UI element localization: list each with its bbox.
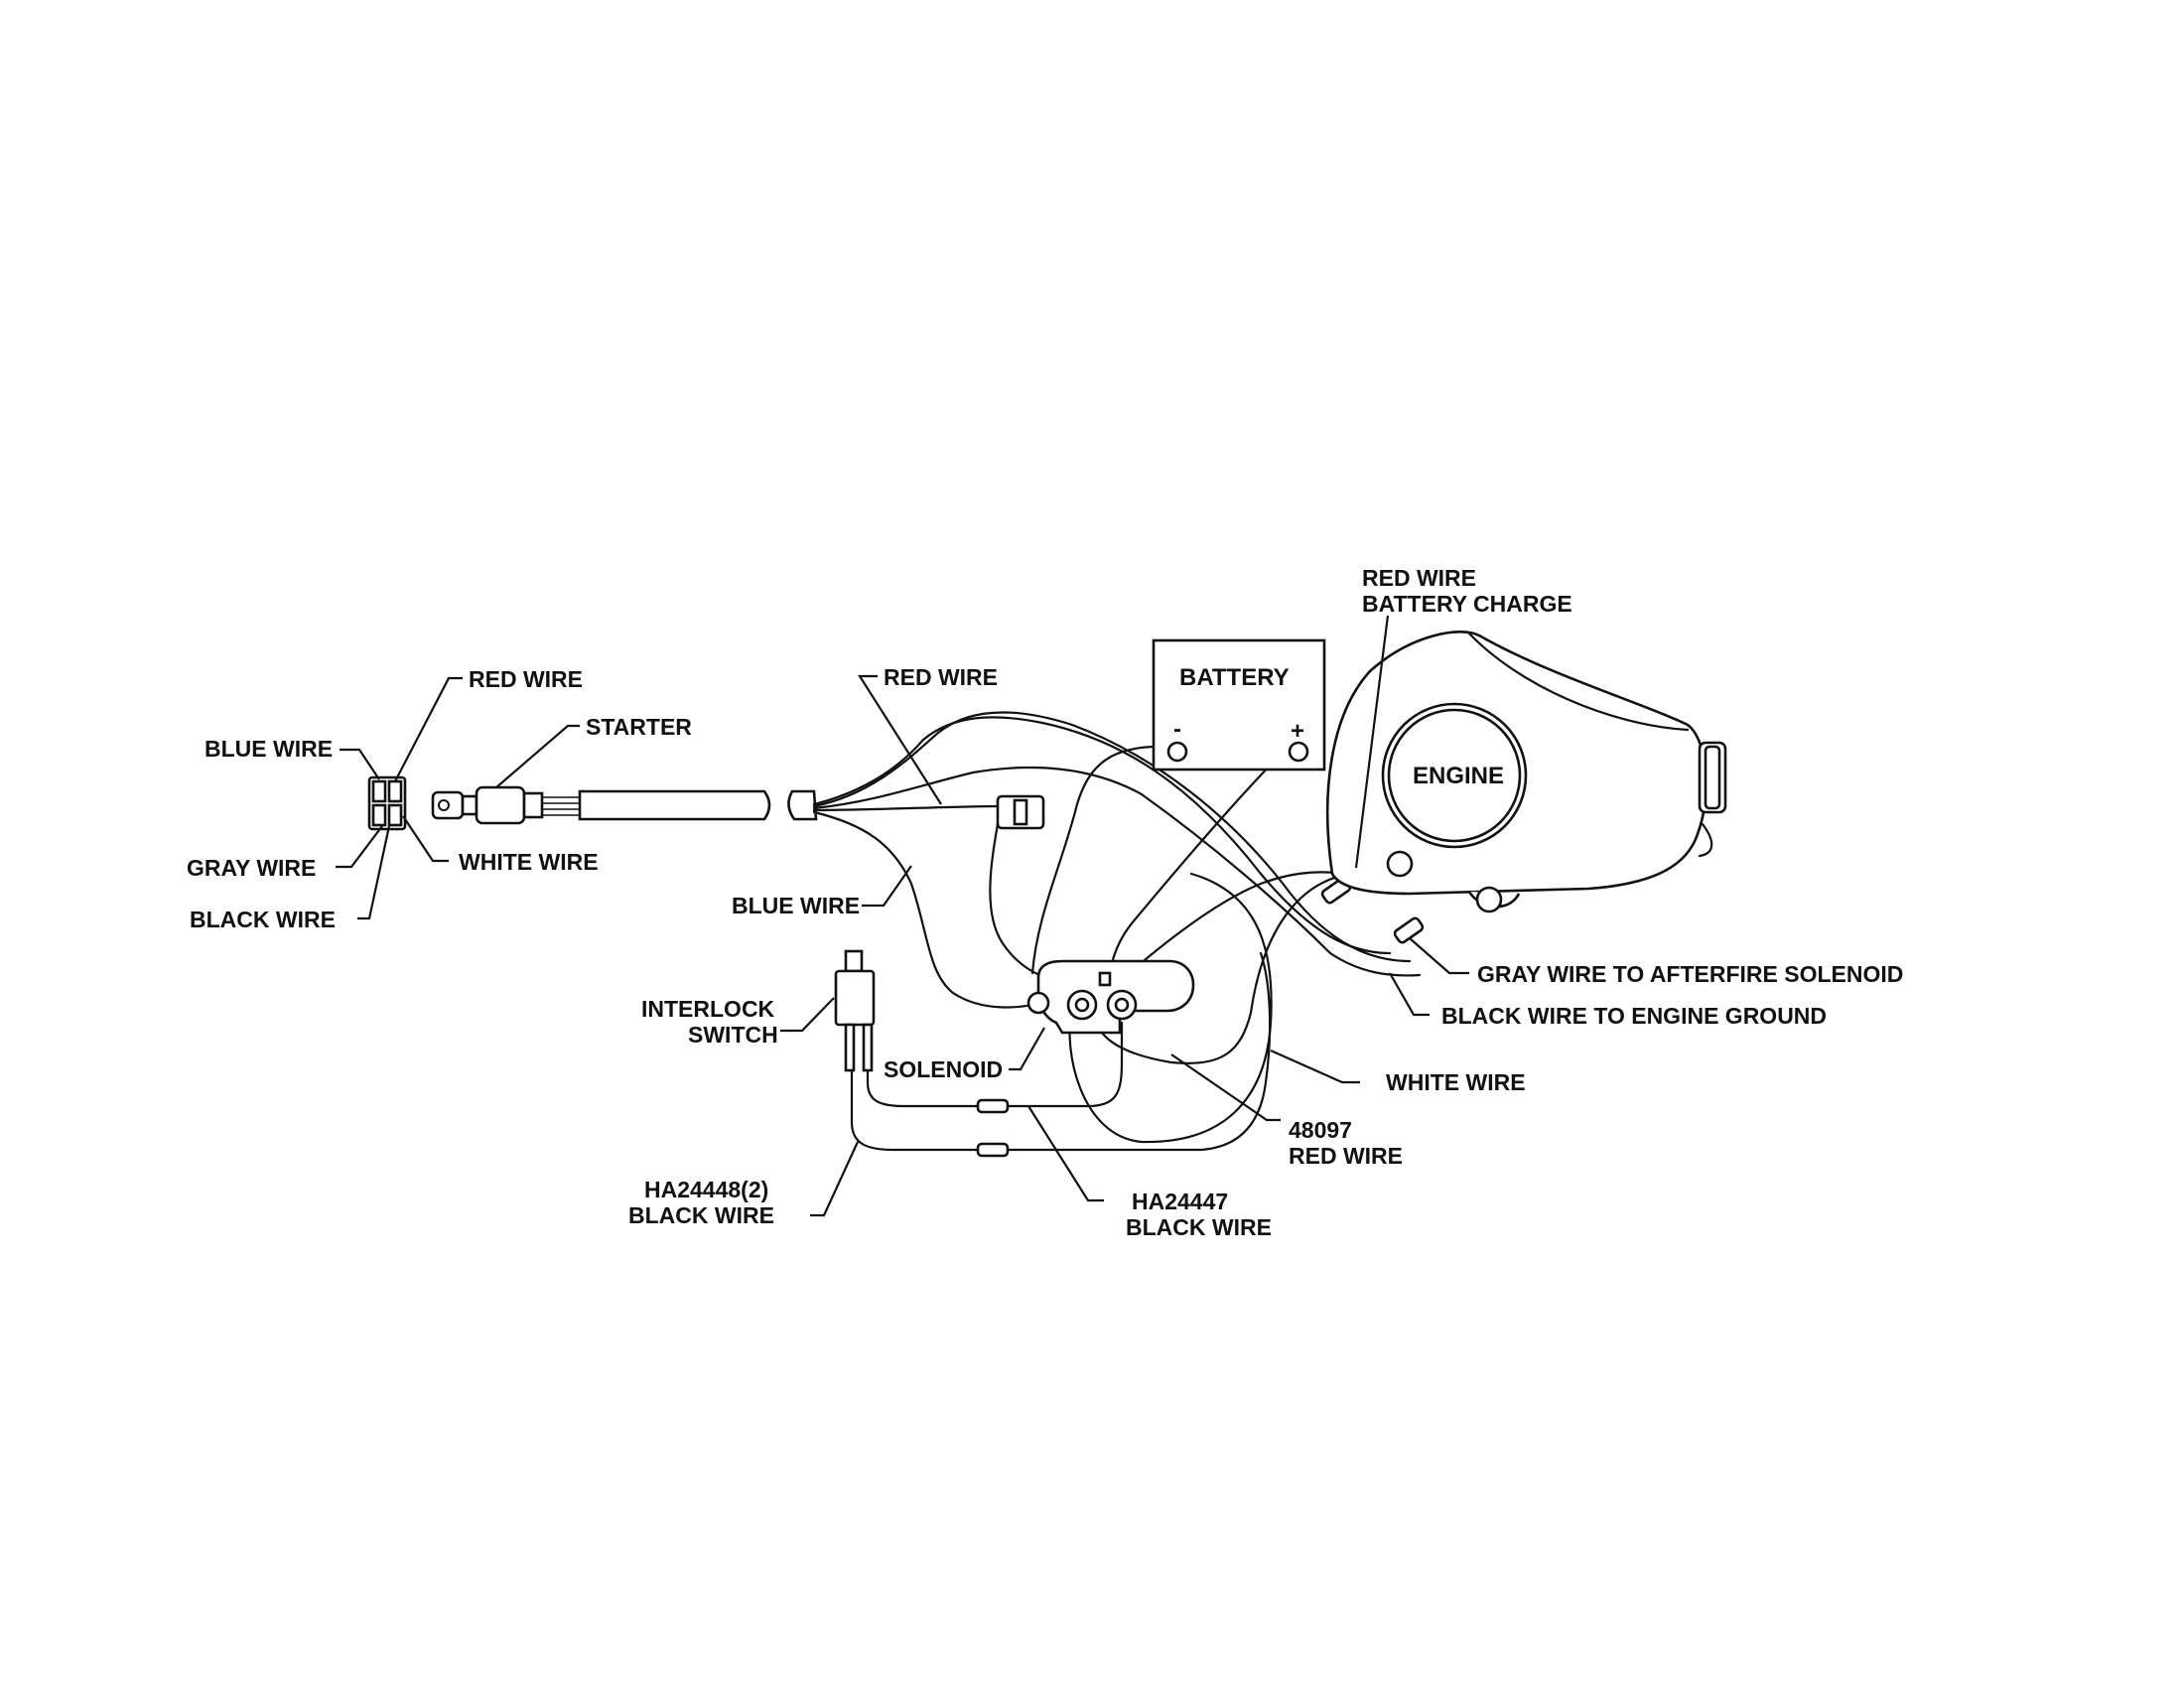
battery-neg-label: - <box>1173 716 1181 743</box>
label-black-ground: BLACK WIRE TO ENGINE GROUND <box>1441 1003 1827 1029</box>
label-solenoid: SOLENOID <box>884 1056 1003 1082</box>
label-red-wire-left: RED WIRE <box>469 666 583 692</box>
label-48097-line2: RED WIRE <box>1289 1143 1403 1169</box>
label-black-wire-left: BLACK WIRE <box>190 907 336 932</box>
label-gray-afterfire: GRAY WIRE TO AFTERFIRE SOLENOID <box>1477 961 1903 987</box>
solenoid <box>1026 959 1195 1035</box>
label-ha24447-line1: HA24447 <box>1132 1189 1228 1214</box>
labels: BLUE WIRE RED WIRE STARTER GRAY WIRE WHI… <box>187 565 1903 1240</box>
label-ha24448-line1: HA24448(2) <box>644 1177 768 1202</box>
label-red-wire-mid: RED WIRE <box>884 664 998 690</box>
label-interlock-line2: SWITCH <box>688 1022 778 1048</box>
label-battery-charge-line1: RED WIRE <box>1362 565 1476 591</box>
label-white-wire-left: WHITE WIRE <box>459 849 599 875</box>
battery-pos-label: + <box>1291 718 1304 745</box>
label-interlock-line1: INTERLOCK <box>641 996 775 1022</box>
label-white-wire-right: WHITE WIRE <box>1386 1069 1526 1095</box>
battery: BATTERY - + <box>1152 638 1326 772</box>
interlock-switch <box>834 949 876 1072</box>
leader-lines <box>336 615 1469 1217</box>
label-ha24448-line2: BLACK WIRE <box>628 1202 774 1228</box>
engine-label: ENGINE <box>1413 763 1504 789</box>
label-ha24447-line2: BLACK WIRE <box>1126 1214 1272 1240</box>
battery-label: BATTERY <box>1179 664 1290 691</box>
label-battery-charge-line2: BATTERY CHARGE <box>1362 591 1572 617</box>
label-gray-wire: GRAY WIRE <box>187 855 316 881</box>
label-blue-wire-left: BLUE WIRE <box>205 736 333 762</box>
label-starter: STARTER <box>586 714 692 740</box>
label-blue-wire-mid: BLUE WIRE <box>732 893 860 918</box>
label-48097-line1: 48097 <box>1289 1117 1352 1143</box>
engine: ENGINE <box>1325 631 1727 913</box>
starter-switch <box>367 775 818 831</box>
